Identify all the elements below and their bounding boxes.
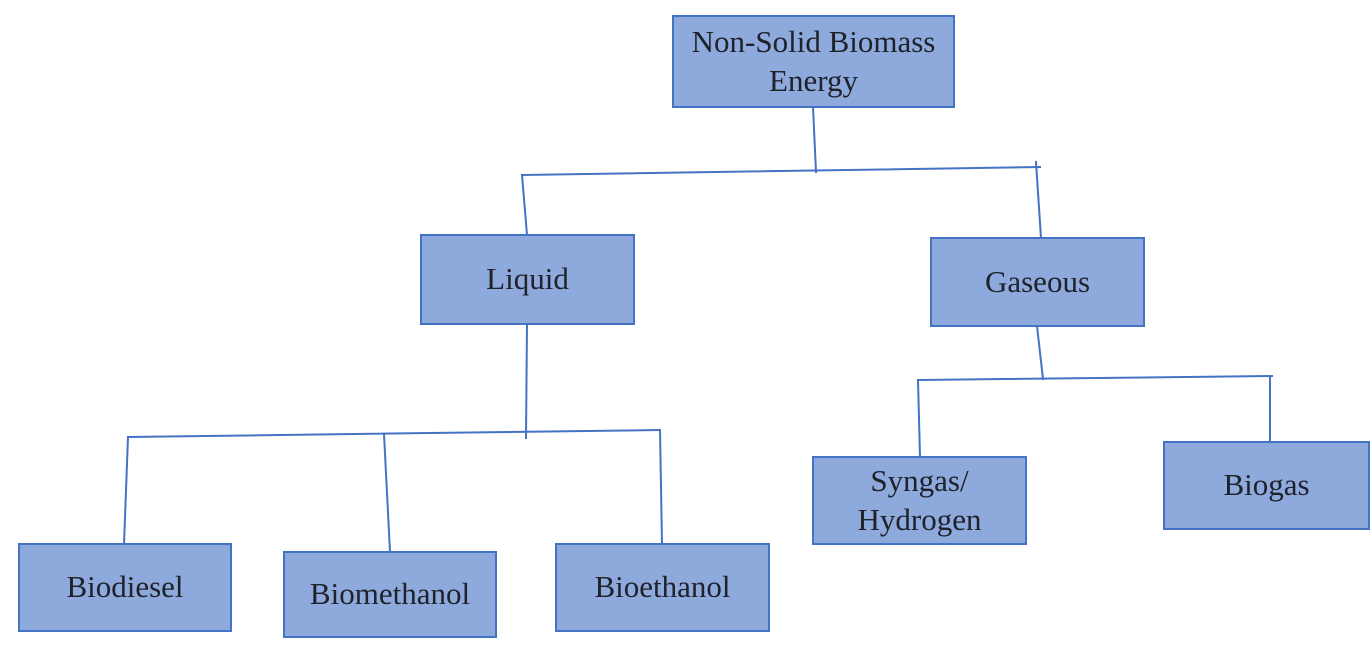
connector-drop-gaseous xyxy=(1034,160,1043,240)
node-non-solid-biomass-energy: Non-Solid Biomass Energy xyxy=(672,15,955,108)
connector-liquid-stem xyxy=(524,322,529,440)
node-label-line: Syngas/ xyxy=(870,463,969,499)
node-biodiesel: Biodiesel xyxy=(18,543,232,632)
connector-drop-liquid xyxy=(520,173,529,237)
node-label-line: Energy xyxy=(769,62,858,98)
connector-drop-biomethanol xyxy=(382,432,392,554)
connector-drop-bioethanol xyxy=(658,428,664,546)
node-label-line: Biomethanol xyxy=(309,576,471,612)
node-syngas-hydrogen: Syngas/ Hydrogen xyxy=(812,456,1027,545)
node-label-line: Biodiesel xyxy=(66,569,184,605)
connector-root-stem xyxy=(811,105,818,174)
connector-liquid-horizontal xyxy=(126,428,662,439)
node-bioethanol: Bioethanol xyxy=(555,543,770,632)
connector-top-horizontal xyxy=(520,165,1042,177)
node-label-line: Liquid xyxy=(486,261,569,297)
node-label-line: Gaseous xyxy=(984,263,1091,299)
node-label-line: Non-Solid Biomass xyxy=(691,24,936,60)
node-label-line: Biogas xyxy=(1223,467,1310,503)
connector-gaseous-horizontal xyxy=(916,374,1274,382)
node-label-line: Bioethanol xyxy=(594,569,731,605)
node-label-line: Hydrogen xyxy=(857,501,982,537)
node-biogas: Biogas xyxy=(1163,441,1370,530)
node-liquid: Liquid xyxy=(420,234,635,325)
node-gaseous: Gaseous xyxy=(930,237,1145,327)
node-biomethanol: Biomethanol xyxy=(283,551,497,638)
connector-drop-biodiesel xyxy=(122,435,130,546)
connector-drop-syngas xyxy=(916,378,922,459)
connector-gaseous-stem xyxy=(1035,324,1045,381)
